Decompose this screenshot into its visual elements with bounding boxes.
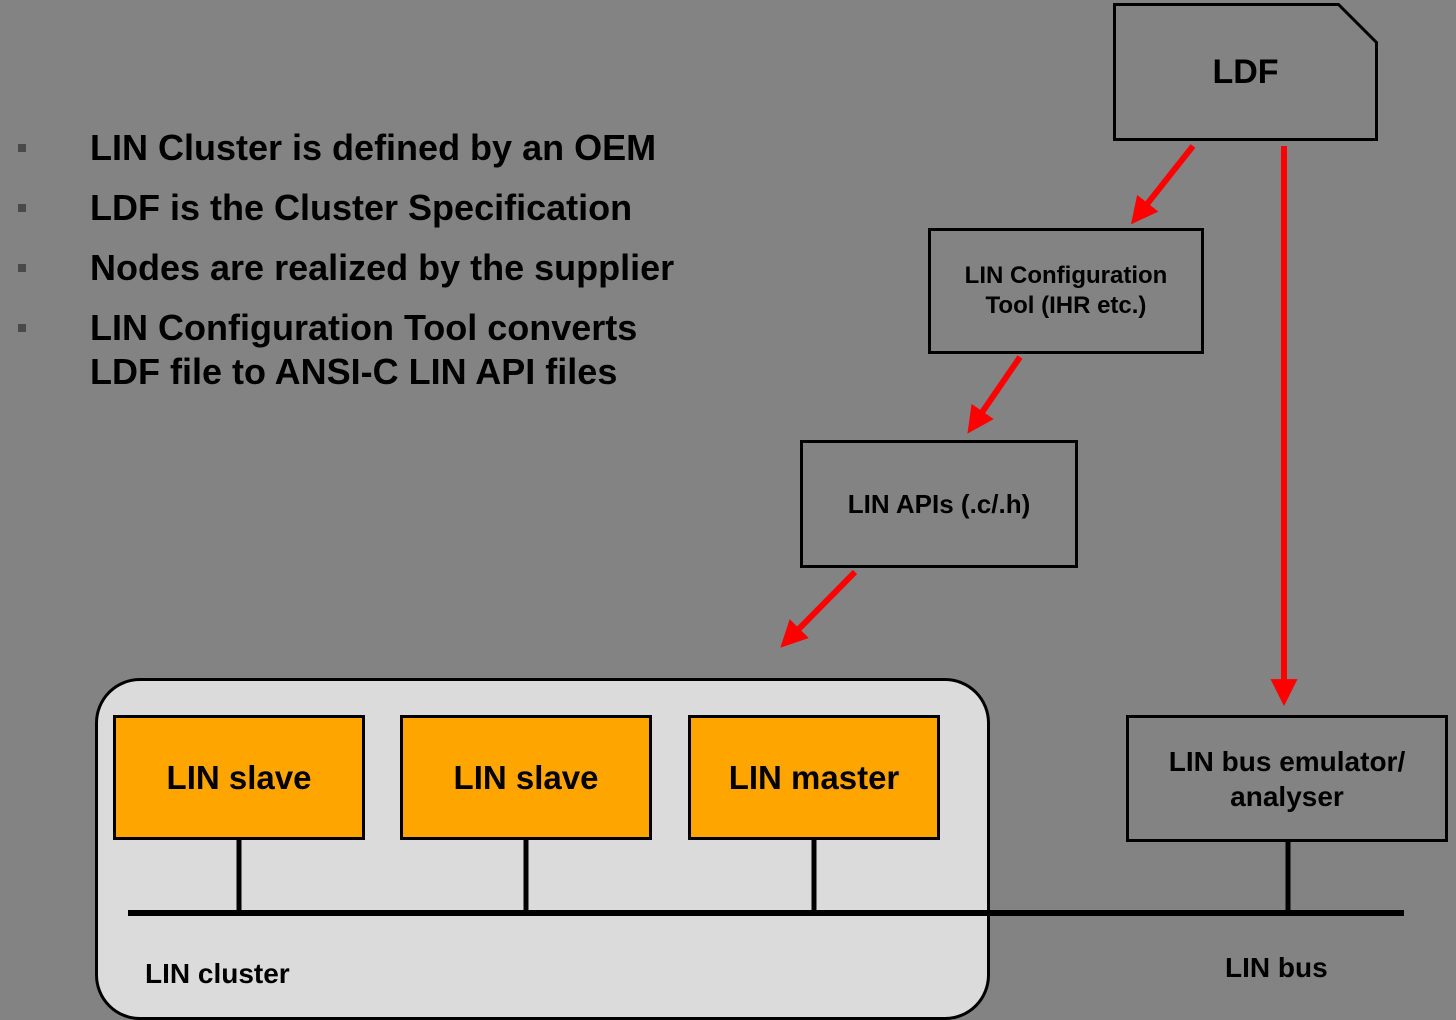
lin-apis-node: LIN APIs (.c/.h) bbox=[800, 440, 1078, 568]
lin-configuration-tool-node: LIN Configuration Tool (IHR etc.) bbox=[928, 228, 1204, 354]
bullet-text: LIN Configuration Tool converts LDF file… bbox=[90, 307, 638, 392]
bullet-text: LIN Cluster is defined by an OEM bbox=[90, 127, 657, 168]
bullet-item: Nodes are realized by the supplier bbox=[18, 246, 818, 290]
lin-cluster-label: LIN cluster bbox=[145, 958, 290, 989]
bullet-item: LDF is the Cluster Specification bbox=[18, 186, 818, 230]
lin-bus-emulator-node: LIN bus emulator/ analyser bbox=[1126, 715, 1448, 842]
arrow-apis-to-cluster bbox=[780, 569, 858, 648]
lin-bus-label: LIN bus bbox=[1225, 952, 1328, 983]
ldf-node: LDF bbox=[1113, 3, 1378, 141]
arrow-ldf-to-config-tool bbox=[1130, 144, 1196, 225]
bullet-item: LIN Configuration Tool converts LDF file… bbox=[18, 306, 818, 394]
bullet-marker-icon bbox=[18, 144, 26, 152]
bullet-marker-icon bbox=[18, 324, 26, 332]
arrow-config-tool-to-apis bbox=[967, 355, 1023, 434]
document-shape bbox=[1113, 3, 1378, 141]
bullet-text: LDF is the Cluster Specification bbox=[90, 187, 633, 228]
ldf-label: LDF bbox=[1212, 52, 1279, 91]
lin-master-node: LIN master bbox=[688, 715, 940, 840]
bullet-item: LIN Cluster is defined by an OEM bbox=[18, 126, 818, 170]
lin-slave-2-node: LIN slave bbox=[400, 715, 652, 840]
bullet-marker-icon bbox=[18, 264, 26, 272]
lin-slave-1-node: LIN slave bbox=[113, 715, 365, 840]
bullet-text: Nodes are realized by the supplier bbox=[90, 247, 675, 288]
bullet-marker-icon bbox=[18, 204, 26, 212]
bullet-list: LIN Cluster is defined by an OEM LDF is … bbox=[18, 126, 818, 410]
